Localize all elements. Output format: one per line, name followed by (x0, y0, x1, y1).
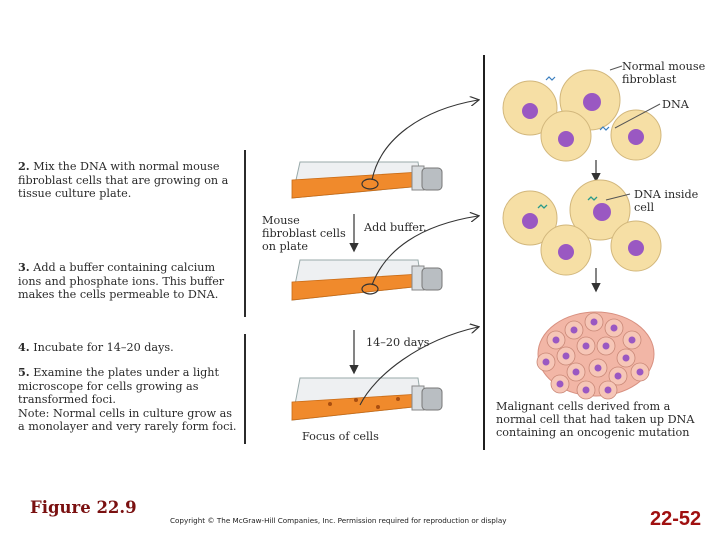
zoom-arrow-2 (371, 216, 478, 286)
step-bar-lower (244, 334, 246, 444)
focus-of-cells-label: Focus of cells (302, 430, 379, 443)
malignant-cells-label: Malignant cells derived from a normal ce… (496, 400, 695, 439)
culture-flask-2 (291, 259, 443, 301)
step-5-text: 5. Examine the plates under a light micr… (18, 365, 240, 434)
zoom-arrow-3 (359, 327, 478, 406)
copyright-notice: Copyright © The McGraw-Hill Companies, I… (170, 516, 507, 525)
column-divider (483, 55, 485, 450)
step-3-text: 3. Add a buffer containing calcium ions … (18, 260, 225, 302)
step-5-note: Note: Normal cells in culture grow as a … (18, 406, 237, 434)
step-2-text: 2. Mix the DNA with normal mouse fibrobl… (18, 159, 229, 201)
days-label: 14–20 days (366, 336, 430, 349)
normal-fibroblast-label: Normal mouse fibroblast (622, 60, 706, 86)
zoom-arrow-1 (371, 100, 478, 181)
culture-flask-3 (291, 377, 443, 421)
malignant-cells-panel (536, 311, 655, 400)
slide-number: 22-52 (650, 508, 702, 530)
mouse-fibroblast-cells-label: Mouse fibroblast cells on plate (262, 214, 346, 253)
step-4-text: 4. Incubate for 14–20 days. (18, 340, 174, 354)
step-bar-upper (244, 150, 246, 317)
normal-cells-panel (502, 65, 662, 162)
figure-label: Figure 22.9 (30, 498, 137, 517)
dna-label: DNA (662, 98, 689, 111)
add-buffer-label: Add buffer. (364, 221, 427, 234)
dna-inside-cell-label: DNA inside cell (634, 188, 699, 214)
culture-flask-1 (291, 161, 443, 199)
dna-uptake-panel (502, 179, 662, 276)
